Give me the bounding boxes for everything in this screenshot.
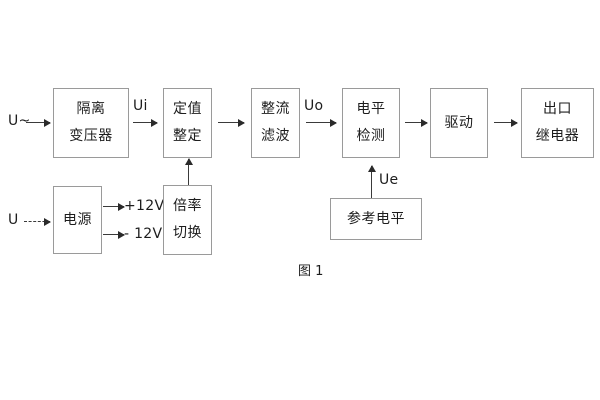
block-reference-level-line1: 参考电平	[347, 210, 405, 227]
block-drive-line1: 驱动	[444, 114, 474, 131]
block-level-detect[interactable]: 电平 检测	[342, 88, 400, 158]
block-rectify-filter-line2: 滤波	[261, 128, 290, 144]
block-level-detect-line2: 检测	[356, 128, 386, 144]
label-ue: Ue	[379, 172, 399, 188]
label-uo: Uo	[304, 98, 324, 114]
label-ui: Ui	[133, 98, 148, 114]
arrow-reference-level-to-level-detect	[368, 165, 376, 198]
label-ac-input: U~	[8, 113, 31, 129]
block-rectify-filter[interactable]: 整流 滤波	[251, 88, 300, 158]
label-rail-positive: +12V	[124, 198, 165, 214]
block-output-relay-line1: 出口	[543, 101, 572, 118]
arrow-ac-input-to-isolation-transformer	[26, 119, 51, 127]
label-rail-negative: - 12V	[124, 226, 163, 242]
arrow-level-detect-to-drive	[405, 119, 428, 127]
arrow-dc-input-to-power-supply	[24, 218, 51, 226]
block-multiplier-switch-line2: 切换	[173, 225, 202, 241]
arrow-setting-value-to-rectify-filter	[218, 119, 245, 127]
block-setting-value[interactable]: 定值 整定	[163, 88, 212, 158]
arrow-rail-negative	[103, 231, 125, 239]
block-rectify-filter-line1: 整流	[261, 101, 290, 118]
block-multiplier-switch[interactable]: 倍率 切换	[163, 185, 212, 255]
block-isolation-transformer-line1: 隔离	[76, 101, 106, 118]
block-output-relay-line2: 继电器	[535, 128, 580, 144]
block-drive[interactable]: 驱动	[430, 88, 488, 158]
block-power-supply[interactable]: 电源	[53, 186, 102, 254]
block-level-detect-line1: 电平	[356, 101, 386, 118]
label-dc-input: U	[8, 212, 19, 228]
block-setting-value-line2: 整定	[173, 128, 202, 144]
arrow-rail-positive	[103, 203, 125, 211]
block-multiplier-switch-line1: 倍率	[173, 198, 202, 215]
arrow-drive-to-output-relay	[494, 119, 518, 127]
arrow-multiplier-switch-to-setting-value	[185, 158, 193, 185]
block-reference-level[interactable]: 参考电平	[330, 198, 422, 240]
figure-caption: 图 1	[298, 264, 324, 279]
block-setting-value-line1: 定值	[173, 101, 202, 118]
block-power-supply-line1: 电源	[63, 211, 92, 228]
block-output-relay[interactable]: 出口 继电器	[521, 88, 594, 158]
arrow-rectify-filter-to-level-detect	[306, 119, 337, 127]
block-isolation-transformer-line2: 变压器	[69, 128, 113, 144]
block-isolation-transformer[interactable]: 隔离 变压器	[53, 88, 129, 158]
arrow-isolation-transformer-to-setting-value	[133, 119, 158, 127]
